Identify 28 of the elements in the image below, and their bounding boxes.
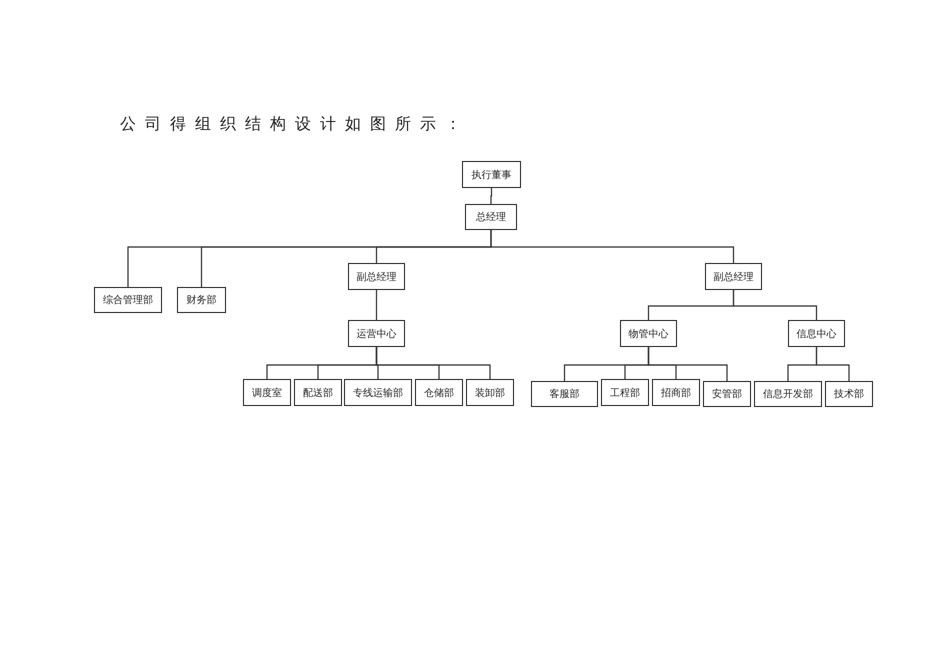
org-box: 技术部 [825, 381, 873, 407]
org-box: 客服部 [531, 381, 598, 407]
org-box: 副总经理 [348, 263, 405, 290]
heading: 公司得组织结构设计如图所示： [120, 114, 470, 135]
org-box: 副总经理 [705, 263, 762, 290]
connector-line [732, 290, 818, 320]
connector-line [648, 347, 728, 381]
connector-line [816, 347, 850, 381]
org-box: 运营中心 [348, 320, 405, 347]
org-box: 仓储部 [415, 379, 463, 406]
org-box: 配送部 [294, 379, 342, 406]
org-box: 总经理 [465, 204, 517, 230]
org-box: 财务部 [177, 287, 226, 313]
org-box: 工程部 [601, 379, 649, 406]
org-box: 综合管理部 [94, 287, 162, 313]
org-box: 物管中心 [620, 320, 677, 347]
org-box: 执行董事 [462, 161, 521, 188]
org-box: 信息中心 [788, 320, 845, 347]
connector-line [376, 347, 491, 379]
connector-line [490, 230, 734, 263]
org-box: 招商部 [652, 379, 700, 406]
connector-line [376, 290, 378, 320]
org-box: 专线运输部 [344, 379, 412, 406]
org-box: 调度室 [243, 379, 291, 406]
connector-line [490, 188, 492, 204]
org-box: 信息开发部 [754, 381, 822, 407]
org-box: 装卸部 [466, 379, 514, 406]
org-box: 安管部 [703, 381, 751, 407]
